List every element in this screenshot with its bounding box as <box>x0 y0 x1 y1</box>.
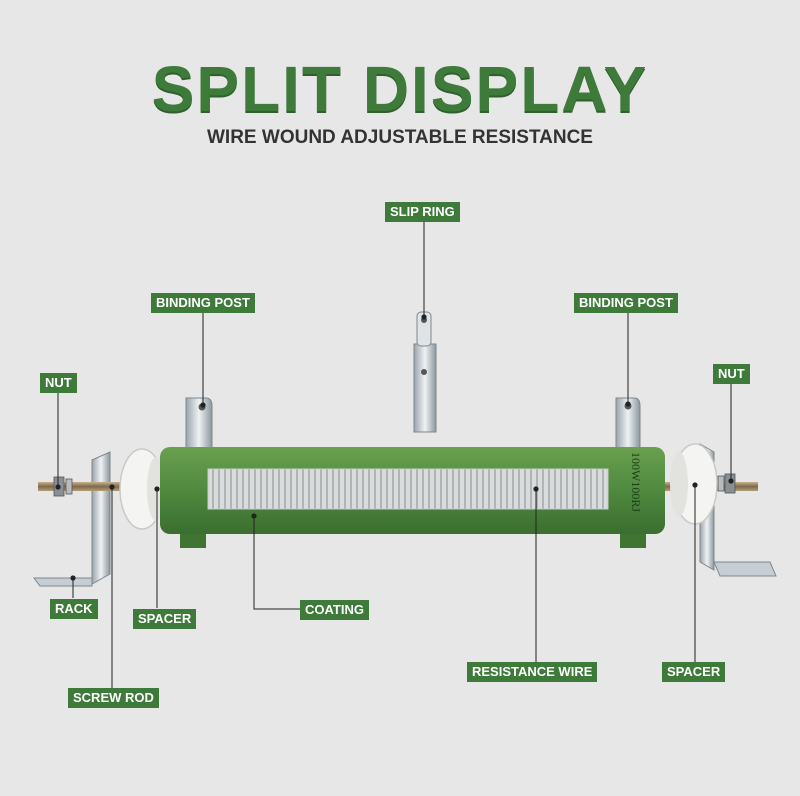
label-screw-rod: SCREW ROD <box>68 688 159 708</box>
label-nut-right: NUT <box>713 364 750 384</box>
left-rack <box>33 451 111 587</box>
product-marking: 100W100RJ <box>629 452 643 512</box>
dot-nut-left <box>55 484 61 490</box>
dot-screw-rod <box>109 484 115 490</box>
resistance-wire-coil <box>207 468 609 510</box>
dot-spacer-left <box>154 486 160 492</box>
page-title: SPLIT DISPLAY <box>151 53 649 125</box>
dot-spacer-right <box>692 482 698 488</box>
dot-coating <box>251 513 257 519</box>
label-coating: COATING <box>300 600 369 620</box>
label-spacer-left: SPACER <box>133 609 197 629</box>
page-subtitle: WIRE WOUND ADJUSTABLE RESISTANCE <box>207 127 593 148</box>
dot-binding-post-left <box>200 402 206 408</box>
dot-resistance-wire <box>533 486 539 492</box>
leader-coating <box>253 516 300 610</box>
label-binding-post-left: BINDING POST <box>151 293 255 313</box>
dot-nut-right <box>728 478 734 484</box>
label-rack: RACK <box>50 599 98 619</box>
label-resistance-wire: RESISTANCE WIRE <box>467 662 598 682</box>
label-nut-left: NUT <box>40 373 77 393</box>
slip-ring <box>413 311 437 433</box>
dot-binding-post-right <box>625 401 631 407</box>
leader-lines <box>57 222 732 688</box>
label-binding-post-right: BINDING POST <box>574 293 678 313</box>
label-slip-ring: SLIP RING <box>385 202 460 222</box>
leader-dots <box>55 314 734 581</box>
right-nut <box>717 473 736 494</box>
dot-rack <box>70 575 76 581</box>
label-spacer-right: SPACER <box>662 662 726 682</box>
dot-slip-ring <box>421 314 427 320</box>
